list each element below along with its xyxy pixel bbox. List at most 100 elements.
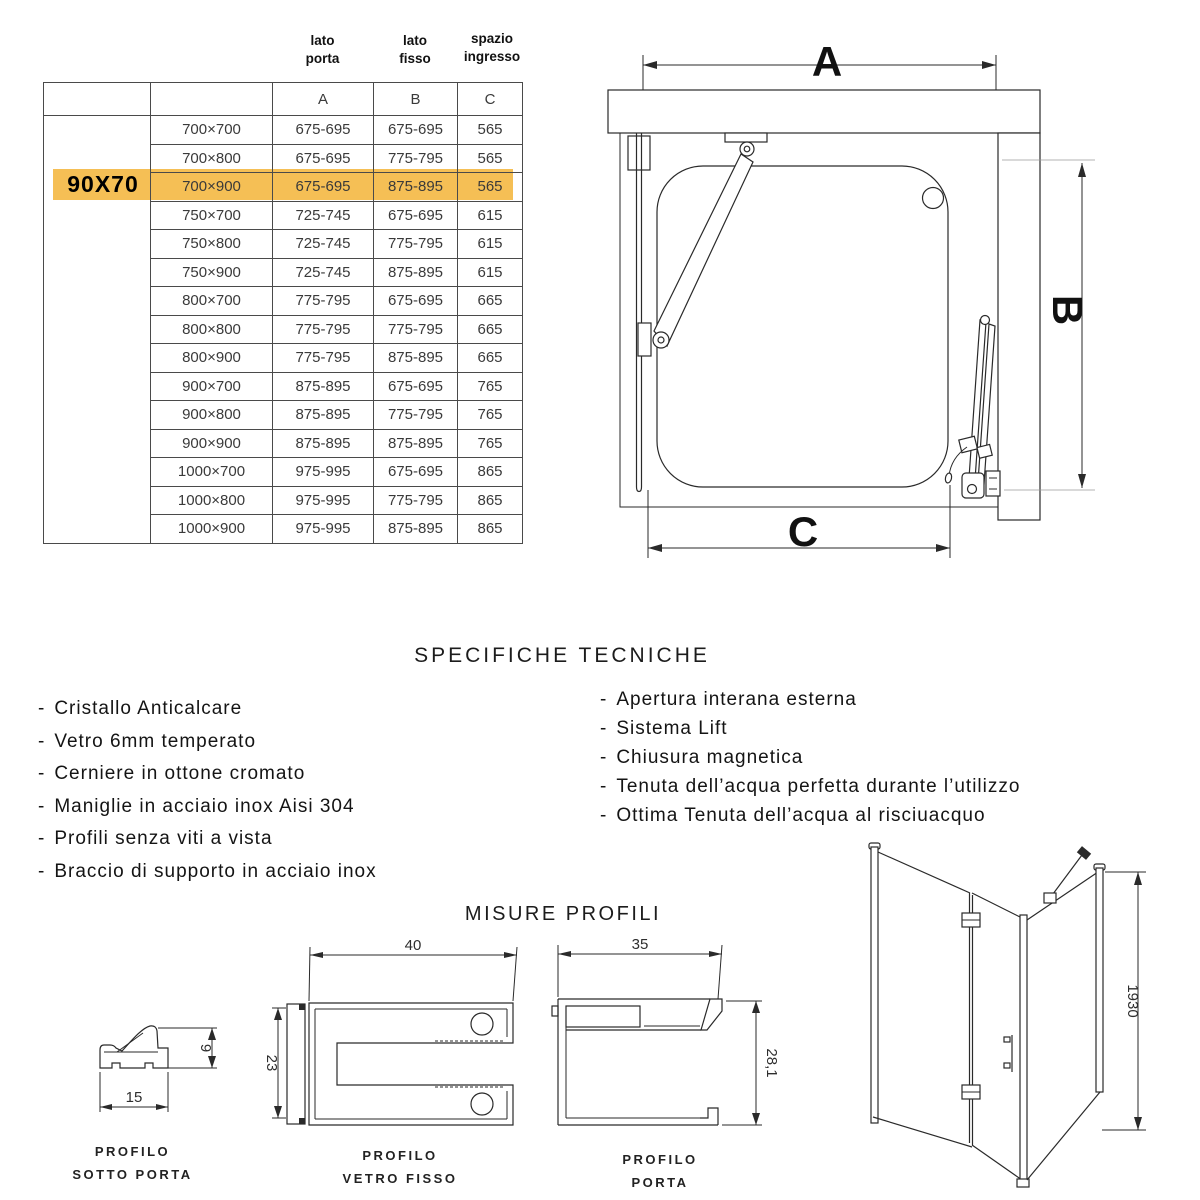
table-cell: 1000×700 xyxy=(150,457,273,487)
profile-sotto-porta-drawing: 15 9 xyxy=(99,1025,217,1112)
table-cell: 725-745 xyxy=(272,229,374,259)
table-cell: 750×700 xyxy=(150,200,273,230)
outer-boundary xyxy=(619,133,998,508)
table-cell: 615 xyxy=(457,229,523,259)
table-cell: 775-795 xyxy=(373,314,458,344)
door-clamp xyxy=(976,443,993,460)
dim-label-A: A xyxy=(812,38,842,85)
table-cell: 775-795 xyxy=(373,143,458,173)
spec-item-text: Profili senza viti a vista xyxy=(54,828,273,849)
table-cell: 865 xyxy=(457,457,523,487)
dim-vetro-height: 23 xyxy=(263,1055,280,1072)
table-cell: 1000×800 xyxy=(150,485,273,515)
table-cell: 565 xyxy=(457,172,523,202)
spec-item-text: Braccio di supporto in acciaio inox xyxy=(54,860,377,882)
drain xyxy=(921,186,945,210)
table-cell: 875-895 xyxy=(373,428,458,458)
table-cell: 775-795 xyxy=(272,286,374,316)
spec-item-text: Tenuta dell’acqua perfetta durante l’uti… xyxy=(616,776,1021,797)
arm-glass-bracket xyxy=(637,322,652,357)
shower-tray xyxy=(656,165,949,488)
table-cell: 675-695 xyxy=(373,286,458,316)
table-cell: 700×800 xyxy=(150,143,273,173)
table-header-row: A B C xyxy=(43,82,523,116)
spec-item: -Ottima Tenuta dell’acqua al risciuacquo xyxy=(600,805,1020,827)
spec-item-text: Vetro 6mm temperato xyxy=(54,730,257,752)
table-cell: 700×900 xyxy=(150,172,273,202)
glass-hook xyxy=(700,998,723,1031)
top-wall xyxy=(607,89,1041,134)
table-cell: 675-695 xyxy=(373,200,458,230)
clip-detail xyxy=(470,1092,494,1116)
profile-vetro-fisso-drawing: 40 23 xyxy=(263,937,518,1126)
highlighted-size-label: 90X70 xyxy=(67,171,139,197)
door-clamp xyxy=(958,435,979,454)
dim-label-C: C xyxy=(788,508,818,555)
bullet-dash: - xyxy=(38,795,46,817)
table-cell: 675-695 xyxy=(272,172,374,202)
label-line: PROFILO xyxy=(94,1144,171,1159)
header-cell-A: A xyxy=(272,82,374,116)
table-cell: 775-795 xyxy=(373,229,458,259)
spec-item: -Chiusura magnetica xyxy=(600,747,1020,769)
table-cell: 875-895 xyxy=(373,514,458,544)
profile-porta-drawing: 35 28,1 xyxy=(551,936,780,1126)
table-cell: 750×900 xyxy=(150,257,273,287)
spec-item: -Cristallo Anticalcare xyxy=(38,698,377,720)
table-cell: 675-695 xyxy=(373,457,458,487)
specs-list-left: -Cristallo Anticalcare-Vetro 6mm tempera… xyxy=(38,698,377,893)
table-cell: 665 xyxy=(457,314,523,344)
table-cell: 775-795 xyxy=(272,343,374,373)
table-cell: 775-795 xyxy=(272,314,374,344)
superheader-line: spazio xyxy=(470,31,513,46)
header-cell-empty xyxy=(150,82,273,116)
table-cell: 865 xyxy=(457,485,523,515)
table-cell: 675-695 xyxy=(373,115,458,145)
table-cell: 975-995 xyxy=(272,457,374,487)
table-cell: 765 xyxy=(457,428,523,458)
superheader-line: ingresso xyxy=(463,49,521,64)
table-cell: 675-695 xyxy=(272,143,374,173)
right-wall xyxy=(997,132,1041,521)
dim-porta-height: 28,1 xyxy=(763,1048,780,1077)
clip-detail xyxy=(470,1012,494,1036)
table-cell: 900×800 xyxy=(150,400,273,430)
table-cell: 975-995 xyxy=(272,485,374,515)
spec-item-text: Cristallo Anticalcare xyxy=(54,698,243,719)
label-line: PROFILO xyxy=(622,1152,698,1167)
spec-item: -Apertura interana esterna xyxy=(600,689,1020,711)
table-cell: 675-695 xyxy=(272,115,374,145)
bullet-dash: - xyxy=(38,828,46,849)
dim-sotto-width: 15 xyxy=(126,1089,143,1106)
dim-enclosure-height: 1930 xyxy=(1124,984,1141,1017)
table-cell: 665 xyxy=(457,286,523,316)
spec-item: -Vetro 6mm temperato xyxy=(38,731,377,753)
bullet-dash: - xyxy=(600,747,608,768)
spec-item-text: Chiusura magnetica xyxy=(616,747,804,768)
top-view-diagram: A xyxy=(607,38,1095,558)
table-cell: 875-895 xyxy=(272,400,374,430)
dim-vetro-width: 40 xyxy=(405,937,422,954)
label-line: VETRO FISSO xyxy=(342,1171,458,1186)
table-cell: 665 xyxy=(457,343,523,373)
superheader-line: lato xyxy=(402,33,427,48)
superheader-lato-porta: lato porta xyxy=(272,32,373,68)
door-fold-hinge xyxy=(979,314,991,326)
bullet-dash: - xyxy=(38,763,46,784)
glass-wall-clamp xyxy=(627,135,651,171)
table-cell: 565 xyxy=(457,115,523,145)
bullet-dash: - xyxy=(600,776,608,797)
table-cell: 875-895 xyxy=(272,428,374,458)
bullet-dash: - xyxy=(38,860,46,882)
spec-item-text: Apertura interana esterna xyxy=(616,689,857,710)
table-cell: 615 xyxy=(457,257,523,287)
dim-sotto-height: 9 xyxy=(197,1044,214,1052)
